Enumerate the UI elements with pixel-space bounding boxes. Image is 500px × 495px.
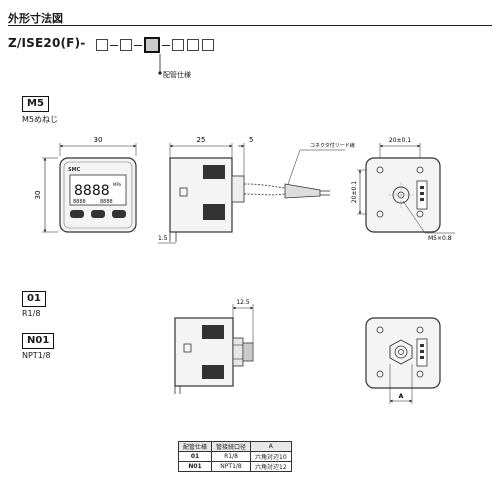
option-box-6 <box>202 39 214 51</box>
option-box-4 <box>172 39 184 51</box>
thread-label: M5×0.8 <box>428 235 452 242</box>
fitting-back-view: A <box>365 317 441 404</box>
table-header: 配管仕様 <box>177 441 213 452</box>
piping-spec-label: 配管仕様 <box>163 71 191 79</box>
fitting-length-dim: 12.5 <box>236 299 250 306</box>
back-height-dim: 20±0.1 <box>351 181 358 203</box>
code-dash <box>162 44 170 46</box>
button-up <box>112 210 126 218</box>
section-code-01: 01 <box>22 291 46 307</box>
option-box-2 <box>120 39 132 51</box>
page-title: 外形寸法図 <box>8 12 63 25</box>
table-cell: 六角対辺10 <box>250 451 292 462</box>
side-view: 25 5 1.5 コネクタ付リード線 <box>158 136 355 244</box>
side-bottom-dim: 1.5 <box>158 235 168 242</box>
code-dash <box>134 44 142 46</box>
button-down <box>70 210 84 218</box>
brand-logo: SMC <box>68 167 81 173</box>
button-set <box>91 210 105 218</box>
section-name-01: R1/8 <box>22 309 41 318</box>
piping-spec-leader <box>158 54 162 75</box>
model-code-boxes <box>96 37 214 53</box>
back-view: 20±0.1 20±0.1 M5×0.8 <box>351 137 455 242</box>
hex-nut <box>389 339 413 365</box>
hex-size-label: A <box>399 393 404 400</box>
sub-digits-right: 8888 <box>100 199 113 205</box>
title-divider <box>8 25 492 26</box>
threaded-port <box>242 342 254 362</box>
table-cell: NPT1/8 <box>211 461 252 472</box>
option-box-5 <box>187 39 199 51</box>
front-width-dim: 30 <box>94 136 103 144</box>
front-height-dim: 30 <box>34 191 42 200</box>
section-name-m5: M5めねじ <box>22 115 58 124</box>
table-row: 01 R1/8 六角対辺10 <box>177 451 292 462</box>
option-box-piping <box>144 37 160 53</box>
code-dash <box>110 44 118 46</box>
connector <box>231 175 245 203</box>
back-width-dim: 20±0.1 <box>389 137 411 144</box>
section-code-m5: M5 <box>22 96 49 112</box>
side-depth-dim: 25 <box>197 136 206 144</box>
section-code-n01: N01 <box>22 333 55 349</box>
main-digits: 8888 <box>74 183 110 199</box>
table-cell: R1/8 <box>211 451 252 462</box>
side-offset-dim: 5 <box>249 136 253 144</box>
lead-wire <box>284 183 321 199</box>
table-cell: N01 <box>177 461 213 472</box>
piping-spec-table: 配管仕様 管接続口径 A 01 R1/8 六角対辺10 N01 NPT1/8 六… <box>177 441 292 472</box>
front-view: 30 30 SMC 8888 MPa 8888 8888 <box>34 136 137 233</box>
sub-digits-left: 8888 <box>73 199 86 205</box>
section-name-n01: NPT1/8 <box>22 351 51 360</box>
table-cell: 六角対辺12 <box>250 461 292 472</box>
dimension-drawing: 30 30 SMC 8888 MPa 8888 8888 25 5 1.5 <box>34 136 455 404</box>
unit-label: MPa <box>113 182 122 187</box>
table-row: N01 NPT1/8 六角対辺12 <box>177 461 292 472</box>
table-header: A <box>250 441 292 452</box>
table-header-row: 配管仕様 管接続口径 A <box>177 441 292 452</box>
connector-lead-label: コネクタ付リード線 <box>310 142 355 149</box>
table-header: 管接続口径 <box>211 441 252 452</box>
model-code: Z/ISE20(F)- <box>8 36 86 50</box>
fitting-side-view: 12.5 <box>174 299 254 394</box>
table-cell: 01 <box>177 451 213 462</box>
lcd-display <box>69 174 127 206</box>
option-box-1 <box>96 39 108 51</box>
hex-fitting <box>232 337 244 367</box>
